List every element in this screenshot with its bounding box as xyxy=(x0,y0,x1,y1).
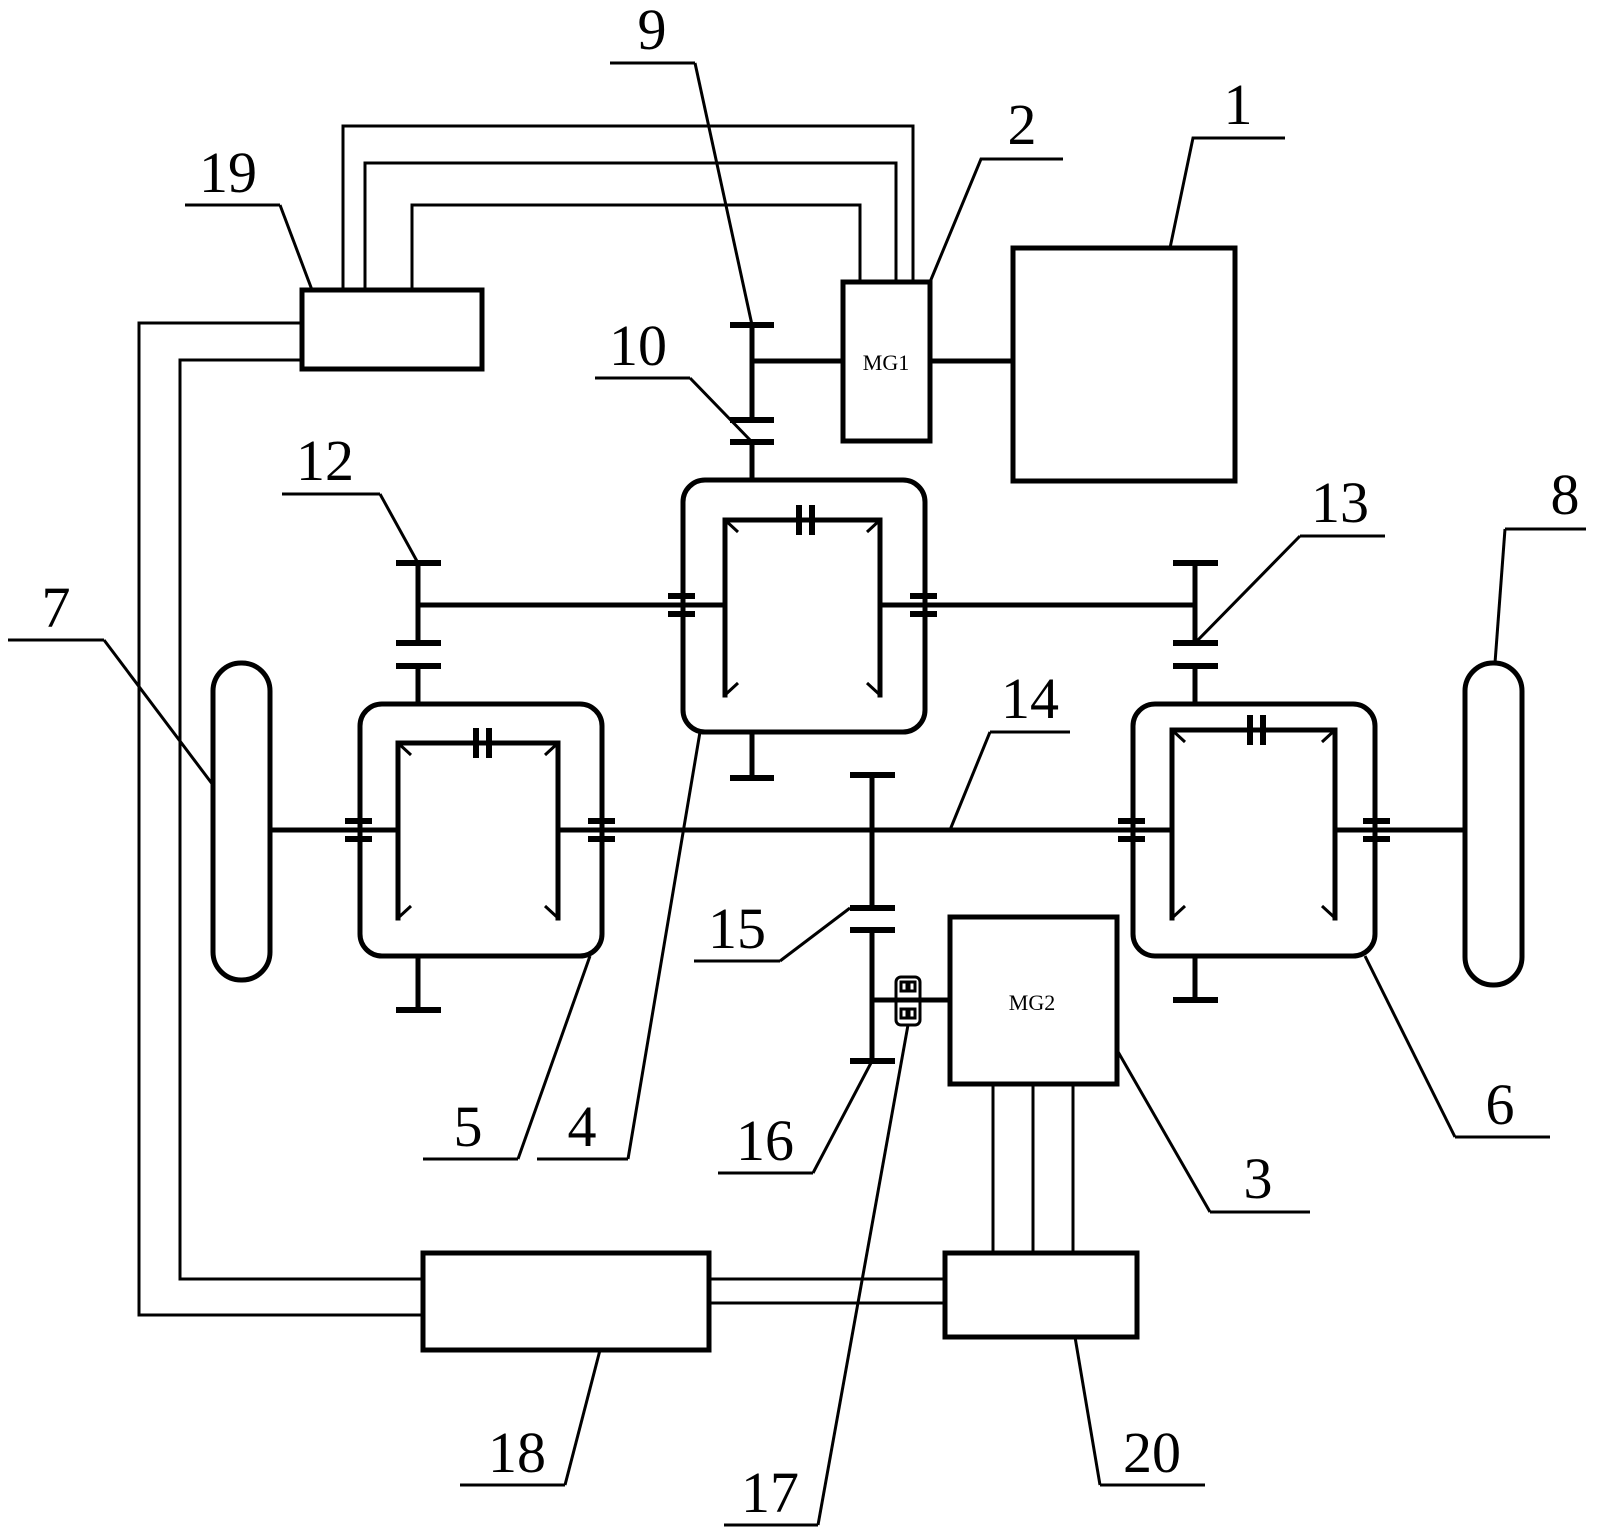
callout-7: 7 xyxy=(42,575,71,640)
callout-9: 9 xyxy=(638,0,667,62)
mg1-label: MG1 xyxy=(863,350,909,375)
callout-10: 10 xyxy=(609,313,667,378)
lead-19-18-inner xyxy=(180,360,423,1279)
callout-1: 1 xyxy=(1224,72,1253,137)
differential-6 xyxy=(1118,704,1390,1000)
mg2-motor: MG2 xyxy=(950,917,1117,1084)
callout-14: 14 xyxy=(1001,666,1059,731)
callout-12: 12 xyxy=(296,428,354,493)
callout-3: 3 xyxy=(1244,1146,1273,1211)
mg1-motor: MG1 xyxy=(843,282,930,441)
lead-19-mg1-c xyxy=(412,205,860,290)
wheel-8 xyxy=(1465,663,1522,985)
callout-8: 8 xyxy=(1551,462,1580,527)
callout-16: 16 xyxy=(736,1108,794,1173)
lead-19-mg1-a xyxy=(343,126,913,290)
inverter-20 xyxy=(945,1253,1137,1337)
gear-15 xyxy=(850,775,895,908)
callout-13: 13 xyxy=(1311,470,1369,535)
callout-4: 4 xyxy=(568,1094,597,1159)
gear-13 xyxy=(1173,563,1218,704)
wheel-7 xyxy=(213,663,270,980)
engine-block xyxy=(1013,248,1235,481)
gear-10 xyxy=(730,442,774,480)
callout-19: 19 xyxy=(199,140,257,205)
gear-16 xyxy=(850,930,895,1061)
controller-19 xyxy=(302,290,482,369)
mg2-label: MG2 xyxy=(1009,990,1055,1015)
callout-20: 20 xyxy=(1123,1420,1181,1485)
lead-19-18-outer xyxy=(139,323,423,1315)
callout-15: 15 xyxy=(708,896,766,961)
callout-6: 6 xyxy=(1486,1072,1515,1137)
differential-4 xyxy=(668,480,937,778)
mg2-leads xyxy=(993,1084,1073,1253)
callout-5: 5 xyxy=(454,1094,483,1159)
gear-9 xyxy=(730,325,774,420)
callout-18: 18 xyxy=(488,1420,546,1485)
lead-19-mg1-b xyxy=(365,163,896,290)
differential-5 xyxy=(345,704,615,1010)
leader-lines xyxy=(8,63,1586,1525)
callout-17: 17 xyxy=(741,1460,799,1525)
gear-12 xyxy=(396,563,441,704)
battery-18 xyxy=(423,1253,709,1350)
callout-2: 2 xyxy=(1008,92,1037,157)
